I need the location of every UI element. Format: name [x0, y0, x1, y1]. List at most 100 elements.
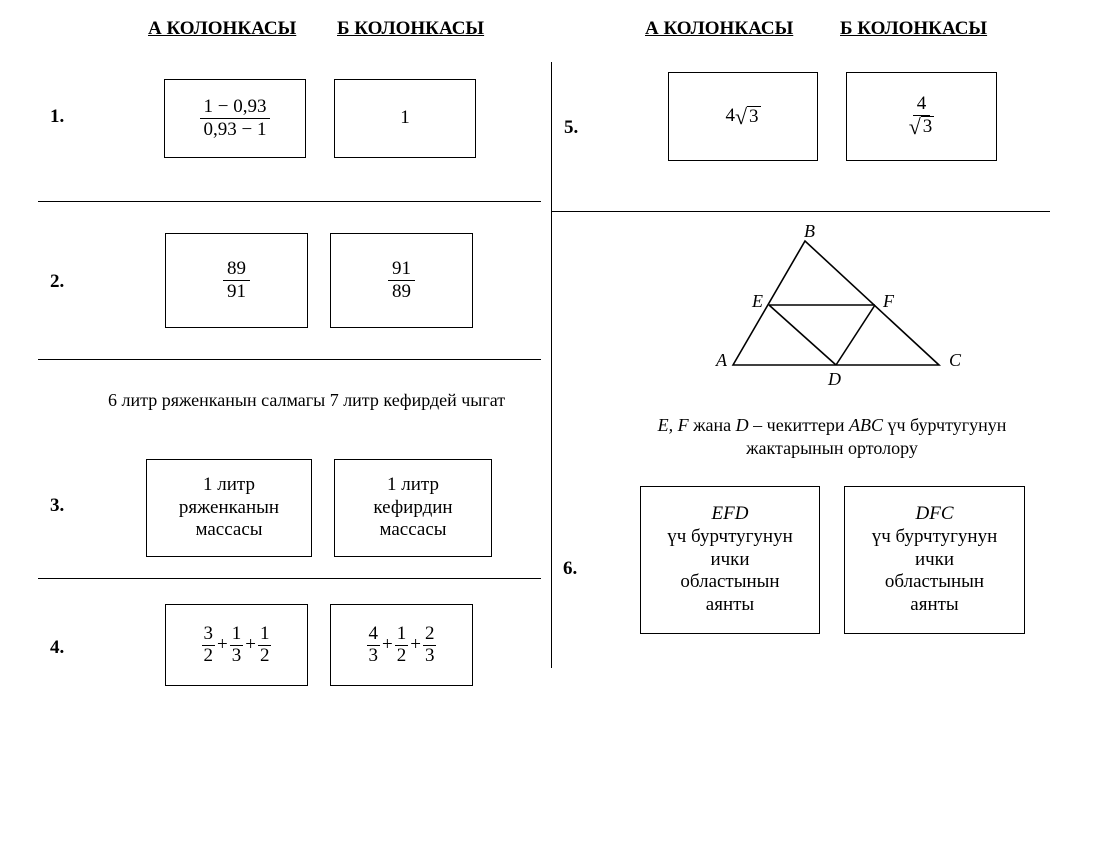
q4-a-f1-num: 3 — [201, 622, 216, 646]
q5-b-numerator: 4 — [912, 93, 931, 116]
q6-b-title: DFC — [915, 503, 954, 524]
radical-sign-icon: √ — [734, 103, 748, 129]
q6-b-line2: ички — [914, 548, 955, 570]
q3-a-line2: ряженканын — [178, 496, 280, 518]
q3-column-b-box: 1 литр кефирдин массасы — [334, 459, 492, 557]
q2-b-fraction: 91 89 — [388, 258, 415, 303]
vertex-label-d: D — [827, 369, 841, 389]
vertex-label-b: B — [804, 221, 815, 241]
right-column-b-header: Б КОЛОНКАСЫ — [840, 18, 988, 39]
q6-column-a-box: EFD үч бурчтугунун ички областынын аянты — [640, 486, 820, 634]
q4-b-plus-2: + — [410, 633, 421, 655]
divider-q3-q4 — [38, 578, 541, 579]
q6-caption-text-b: – чекиттери — [748, 415, 849, 435]
vertical-divider — [551, 62, 552, 668]
q1-column-b-box: 1 — [334, 79, 476, 158]
triangle-diagram: B E F A C D — [715, 221, 962, 389]
triangle-abc — [731, 239, 942, 366]
q6-b-line4: аянты — [910, 594, 959, 616]
q2-a-fraction: 89 91 — [223, 258, 250, 303]
q6-b-line1: үч бурчтугунун — [871, 525, 998, 547]
q6-caption-triangle-abc: ABC — [848, 415, 883, 435]
radical-sign-icon: √ — [908, 114, 921, 139]
q6-caption-line2: жактарынын ортолору — [746, 438, 918, 459]
q6-a-line4: аянты — [705, 594, 755, 616]
vertex-label-c: C — [949, 350, 962, 370]
vertex-label-f: F — [882, 291, 895, 311]
q4-b-f3-num: 2 — [422, 622, 437, 646]
q4-a-plus-2: + — [245, 633, 256, 655]
q5-b-denominator: √ 3 — [905, 116, 939, 140]
q3-a-line1: 1 литр — [203, 473, 255, 495]
q6-a-line2: ички — [710, 548, 750, 570]
q3-b-line3: массасы — [379, 519, 447, 541]
q6-caption: E, F жана D – чекиттери ABC үч бурчтугун… — [560, 414, 1101, 461]
q4-a-f2-num: 1 — [229, 622, 244, 646]
segment-ed — [768, 304, 837, 366]
q3-b-line1: 1 литр — [387, 473, 439, 495]
divider-q5-q6 — [552, 211, 1050, 212]
q2-column-a-box: 89 91 — [165, 233, 308, 328]
right-column-a-header: А КОЛОНКАСЫ — [645, 18, 794, 39]
q2-b-numerator: 91 — [388, 258, 415, 281]
question-number-1: 1. — [50, 106, 65, 127]
q6-a-title: EFD — [711, 503, 749, 524]
q3-statement: 6 литр ряженканын салмагы 7 литр кефирде… — [108, 390, 506, 410]
q1-b-value: 1 — [400, 107, 410, 129]
q4-a-f3-den: 2 — [259, 644, 270, 666]
question-number-5: 5. — [564, 117, 579, 138]
question-number-4: 4. — [50, 637, 65, 658]
divider-q1-q2 — [38, 201, 541, 202]
question-number-3: 3. — [50, 495, 65, 516]
q2-b-denominator: 89 — [392, 281, 411, 302]
q6-caption-line1: E, F жана D – чекиттери ABC үч бурчтугун… — [560, 414, 1101, 437]
q3-column-a-box: 1 литр ряженканын массасы — [146, 459, 312, 557]
q1-a-numerator: 1 − 0,93 — [199, 96, 271, 119]
left-column-b-header: Б КОЛОНКАСЫ — [337, 18, 485, 39]
q4-b-f2-den: 2 — [396, 644, 407, 666]
q6-a-line3: областынын — [680, 571, 780, 593]
q2-a-numerator: 89 — [223, 258, 250, 281]
vertex-label-e: E — [751, 291, 763, 311]
q4-b-f1-num: 4 — [366, 622, 381, 646]
q6-b-line3: областынын — [884, 571, 985, 593]
q1-a-fraction: 1 − 0,93 0,93 − 1 — [199, 96, 271, 141]
segment-fd — [835, 304, 876, 366]
question-number-2: 2. — [50, 271, 65, 292]
left-column-a-header: А КОЛОНКАСЫ — [148, 18, 297, 39]
q6-caption-points-ef: E, F — [657, 415, 689, 435]
q5-column-b-box: 4 √ 3 — [846, 72, 997, 161]
q6-caption-point-d: D — [735, 415, 749, 435]
q4-b-f3-den: 3 — [424, 644, 435, 666]
q1-column-a-box: 1 − 0,93 0,93 − 1 — [164, 79, 306, 158]
q6-a-line1: үч бурчтугунун — [667, 525, 793, 547]
q5-column-a-box: 4 √ 3 — [668, 72, 818, 161]
vertex-label-a: A — [715, 350, 728, 370]
q3-b-line2: кефирдин — [373, 496, 453, 518]
q4-b-plus-1: + — [382, 633, 393, 655]
q4-a-f3-num: 1 — [257, 622, 272, 646]
q4-a-plus-1: + — [217, 633, 228, 655]
q3-a-line3: массасы — [195, 519, 263, 541]
q6-caption-text-a: жана — [688, 415, 736, 435]
q4-b-f2-num: 1 — [394, 622, 409, 646]
divider-q2-q3 — [38, 359, 541, 360]
q5-a-sqrt: √ 3 — [734, 103, 761, 129]
q4-a-f1-den: 2 — [203, 644, 214, 666]
q2-column-b-box: 91 89 — [330, 233, 473, 328]
q6-caption-text-c: үч бурчтугунун — [882, 415, 1007, 435]
q5-b-fraction: 4 √ 3 — [905, 93, 939, 140]
q5-a-coefficient: 4 — [725, 105, 735, 127]
question-number-6: 6. — [563, 558, 578, 579]
q1-a-denominator: 0,93 − 1 — [203, 119, 267, 140]
q5-b-sqrt: √ 3 — [909, 116, 935, 138]
q5-b-radicand: 3 — [920, 116, 935, 138]
